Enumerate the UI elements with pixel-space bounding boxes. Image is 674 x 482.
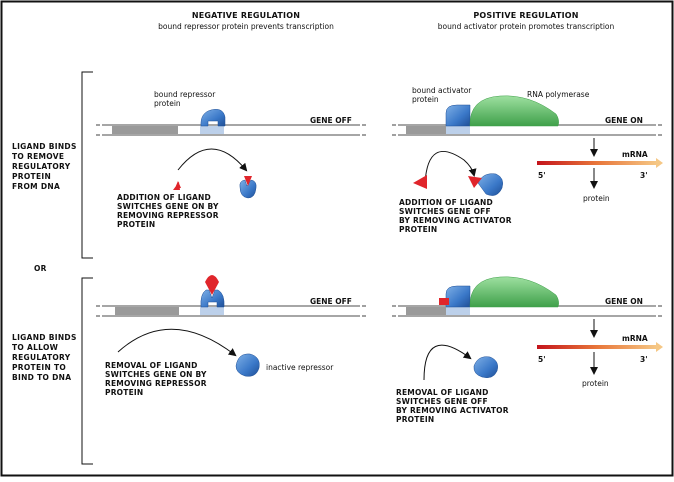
gene-status: GENE OFF <box>310 297 352 306</box>
inactive-repressor <box>235 353 260 377</box>
bottom-row-label-line: REGULATORY <box>12 353 71 362</box>
panel-top-positive: bound activator protein RNA polymerase G… <box>392 86 663 234</box>
bound-ligand <box>244 176 252 186</box>
caption-line: BY REMOVING ACTIVATOR <box>399 216 512 225</box>
caption-line: PROTEIN <box>117 220 155 229</box>
mrna-arrowhead <box>656 158 663 168</box>
mrna-arrowhead <box>656 342 663 352</box>
top-row-label-line: REGULATORY <box>12 162 71 171</box>
caption-line: SWITCHES GENE ON BY <box>105 370 207 379</box>
three-prime-label: 3' <box>640 355 648 364</box>
caption-line: REMOVAL OF LIGAND <box>396 388 489 397</box>
caption-line: REMOVING REPRESSOR <box>105 379 207 388</box>
bottom-row-label: LIGAND BINDS TO ALLOW REGULATORY PROTEIN… <box>12 333 77 382</box>
top-row-label-line: LIGAND BINDS <box>12 142 77 151</box>
bottom-row-label-line: TO ALLOW <box>12 343 59 352</box>
bottom-row-bracket <box>81 277 93 465</box>
bottom-row-label-line: PROTEIN TO <box>12 363 66 372</box>
protein-label: bound repressor <box>154 90 216 99</box>
bottom-row-label-line: LIGAND BINDS <box>12 333 77 342</box>
bound-ligand <box>468 176 482 188</box>
five-prime-label: 5' <box>538 355 546 364</box>
caption-line: ADDITION OF LIGAND <box>117 193 211 202</box>
repressor-protein <box>200 109 226 127</box>
three-prime-label: 3' <box>640 171 648 180</box>
activator-protein <box>445 104 471 127</box>
caption-line: SWITCHES GENE OFF <box>396 397 488 406</box>
caption-line: REMOVAL OF LIGAND <box>105 361 198 370</box>
protein-label: bound activator <box>412 86 472 95</box>
dna-strand <box>96 305 366 317</box>
curved-arrow <box>177 148 248 172</box>
promoter-region <box>112 126 178 134</box>
released-repressor <box>239 179 257 199</box>
protein-label: protein <box>412 95 439 104</box>
bottom-row-label-line: BIND TO DNA <box>12 373 71 382</box>
top-row-label-line: PROTEIN <box>12 172 51 181</box>
top-row-bracket <box>81 71 93 259</box>
panel-top-negative: bound repressor protein GENE OFF ADDITIO… <box>96 90 366 229</box>
repressor-protein <box>200 289 225 308</box>
released-activator <box>477 173 503 196</box>
rna-polymerase <box>469 95 559 127</box>
positive-title: POSITIVE REGULATION <box>473 11 578 20</box>
mrna-label: mRNA <box>622 334 648 343</box>
positive-subtitle: bound activator protein promotes transcr… <box>438 22 615 31</box>
top-row-label: LIGAND BINDS TO REMOVE REGULATORY PROTEI… <box>12 142 77 191</box>
protein-label: protein <box>154 99 181 108</box>
activator-protein <box>445 285 471 308</box>
dna-strand <box>96 124 366 136</box>
rna-polymerase <box>469 276 559 308</box>
caption-line: PROTEIN <box>399 225 437 234</box>
ligand <box>413 175 427 189</box>
promoter-region <box>115 307 179 315</box>
caption-line: ADDITION OF LIGAND <box>399 198 493 207</box>
panel-bottom-negative: GENE OFF inactive repressor REMOVAL OF L… <box>96 275 366 397</box>
curved-arrow <box>423 344 472 381</box>
top-row-label-line: TO REMOVE <box>12 152 64 161</box>
negative-subtitle: bound repressor protein prevents transcr… <box>158 22 334 31</box>
negative-title: NEGATIVE REGULATION <box>192 11 300 20</box>
operator-region <box>446 126 470 134</box>
caption-line: SWITCHES GENE OFF <box>399 207 491 216</box>
top-row-label-line: FROM DNA <box>12 182 60 191</box>
caption-line: PROTEIN <box>105 388 143 397</box>
bound-ligand <box>205 275 219 295</box>
caption-line: REMOVING REPRESSOR <box>117 211 219 220</box>
curved-arrow <box>117 328 237 357</box>
released-activator <box>473 356 498 378</box>
protein-product-label: protein <box>582 379 609 388</box>
caption-line: PROTEIN <box>396 415 434 424</box>
caption-line: SWITCHES GENE ON BY <box>117 202 219 211</box>
or-label: OR <box>34 264 47 273</box>
operator-region <box>200 307 224 315</box>
operator-region <box>446 307 470 315</box>
gene-status: GENE ON <box>605 116 643 125</box>
bound-ligand <box>439 298 449 305</box>
mrna-label: mRNA <box>622 150 648 159</box>
promoter-region <box>406 126 446 134</box>
gene-status: GENE OFF <box>310 116 352 125</box>
promoter-region <box>406 307 446 315</box>
ligand <box>173 181 181 190</box>
panel-bottom-positive: GENE ON mRNA 5' 3' protein REMOVAL OF LI… <box>392 276 663 424</box>
mrna-strand <box>537 345 657 349</box>
inactive-label: inactive repressor <box>266 363 334 372</box>
curved-arrow <box>424 150 477 184</box>
caption-line: BY REMOVING ACTIVATOR <box>396 406 509 415</box>
operator-region <box>200 126 224 134</box>
protein-product-label: protein <box>583 194 610 203</box>
polymerase-label: RNA polymerase <box>527 90 590 99</box>
gene-status: GENE ON <box>605 297 643 306</box>
five-prime-label: 5' <box>538 171 546 180</box>
mrna-strand <box>537 161 657 165</box>
